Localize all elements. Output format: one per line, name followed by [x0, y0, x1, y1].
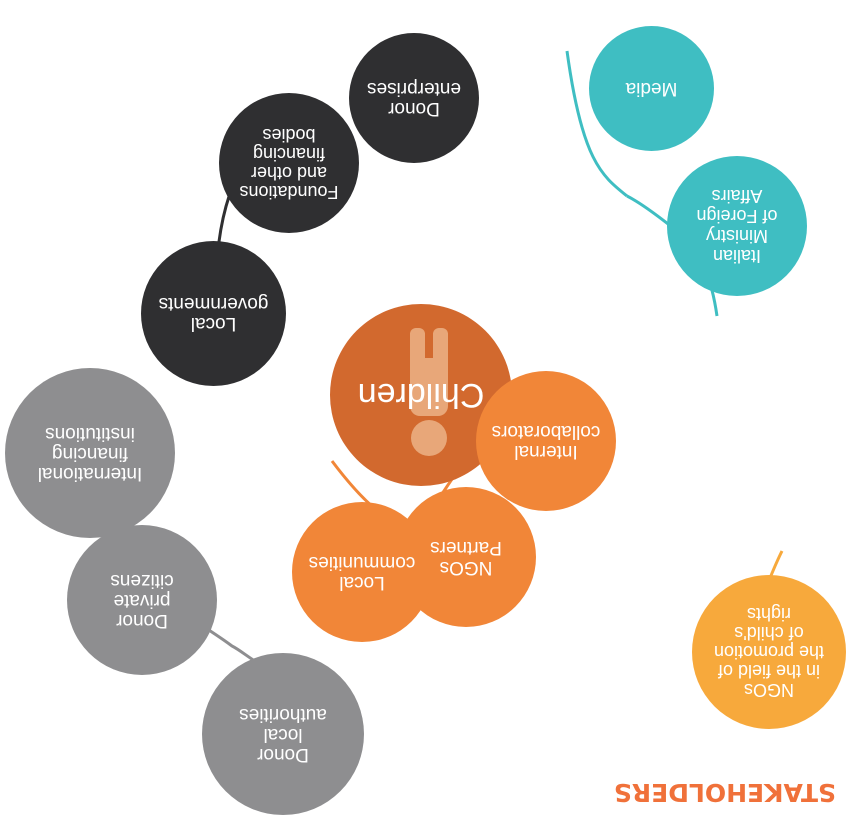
node-donor-private-citizens: Donor private citizens: [67, 525, 217, 675]
node-donor-local-authorities: Donor local authorities: [202, 653, 364, 815]
diagram-title: STAKEHOLDERS: [613, 778, 836, 807]
node-italian-ministry: Italian Ministry of Foreign Affairs: [667, 156, 807, 296]
center-label: Children: [357, 376, 485, 414]
node-internal-collaborators: Internal collaborators: [476, 371, 616, 511]
node-foundations: Foundations and other financing bodies: [219, 93, 359, 233]
node-local-governments: Local governments: [141, 241, 286, 386]
center-node: Children: [330, 304, 512, 486]
node-local-communities: Local communities: [292, 502, 432, 642]
node-international-financing: International financing institutions: [5, 368, 175, 538]
child-person-icon: [410, 328, 448, 456]
node-ngos-child-rights: NGOs in the field of the promotion of ch…: [692, 575, 846, 729]
node-donor-enterprises: Donor enterprises: [349, 33, 479, 163]
connector-teal-tail: [565, 50, 628, 198]
node-media: Media: [589, 26, 714, 151]
